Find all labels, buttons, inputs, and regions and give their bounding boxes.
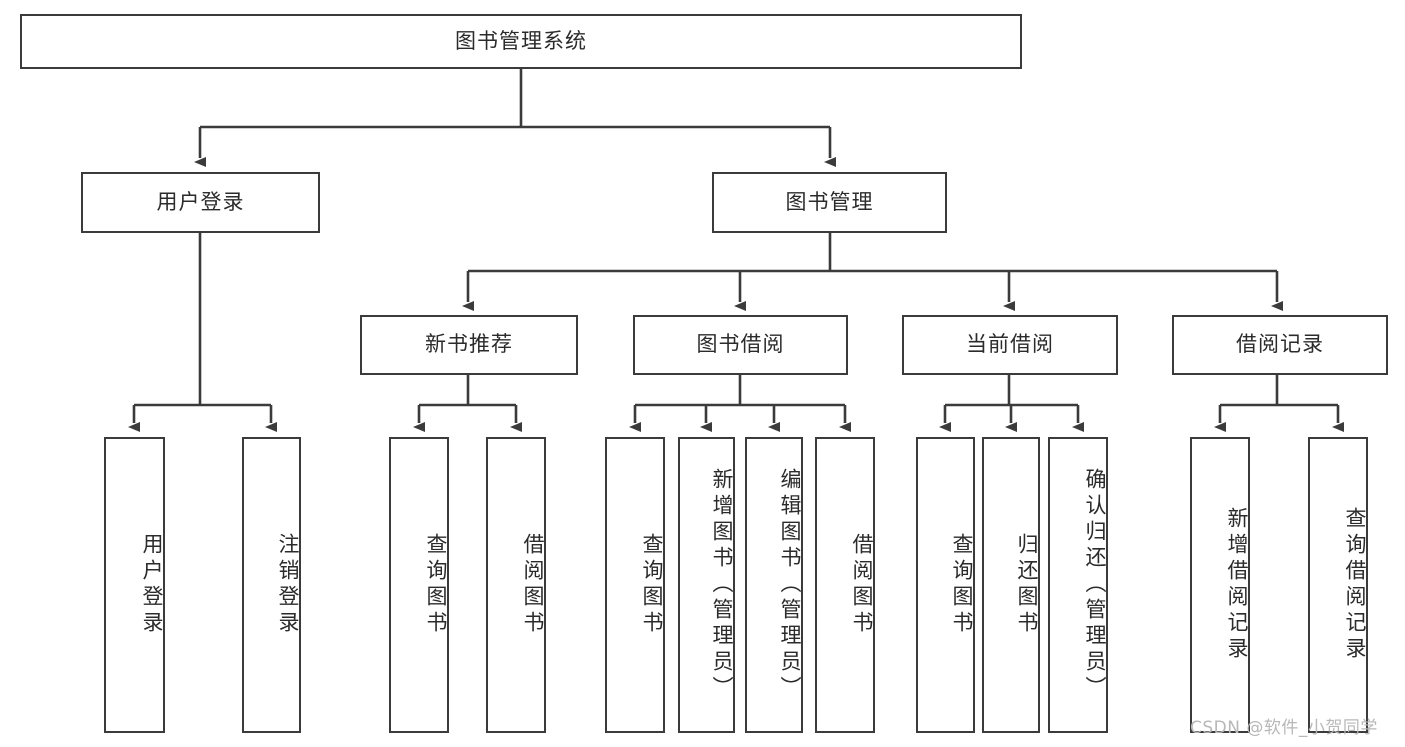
node-label: 借阅图书 [521, 533, 545, 637]
node-label: 确认归还（管理员） [1083, 468, 1107, 702]
node-leaf-edit-book[interactable]: 编辑图书（管理员） [745, 437, 803, 733]
node-leaf-return-book[interactable]: 归还图书 [982, 437, 1040, 733]
node-leaf-add-book[interactable]: 新增图书（管理员） [678, 437, 735, 733]
node-label: 新增图书（管理员） [710, 468, 734, 702]
node-label: 查询借阅记录 [1343, 507, 1367, 663]
node-label: 借阅图书 [850, 533, 874, 637]
node-leaf-borrow-book-1[interactable]: 借阅图书 [486, 437, 546, 733]
node-label: 查询图书 [950, 533, 974, 637]
node-leaf-query-book-1[interactable]: 查询图书 [389, 437, 449, 733]
node-leaf-query-book-2[interactable]: 查询图书 [605, 437, 665, 733]
node-leaf-borrow-book-2[interactable]: 借阅图书 [815, 437, 875, 733]
node-label: 新增借阅记录 [1225, 507, 1249, 663]
node-label: 借阅记录 [1236, 332, 1324, 357]
node-label: 当前借阅 [966, 332, 1054, 357]
node-label: 用户登录 [156, 189, 245, 214]
node-label: 新书推荐 [425, 332, 513, 357]
node-book-borrow[interactable]: 图书借阅 [633, 315, 848, 375]
node-root[interactable]: 图书管理系统 [20, 14, 1022, 69]
node-label: 图书借阅 [696, 332, 785, 357]
node-label: 查询图书 [424, 533, 448, 637]
node-user-login[interactable]: 用户登录 [81, 172, 320, 233]
node-label: 注销登录 [276, 533, 300, 637]
node-leaf-user-login[interactable]: 用户登录 [104, 437, 165, 733]
node-leaf-query-record[interactable]: 查询借阅记录 [1308, 437, 1368, 733]
node-label: 归还图书 [1015, 533, 1039, 637]
node-label: 编辑图书（管理员） [778, 468, 802, 702]
node-label: 图书管理 [785, 189, 874, 214]
node-label: 查询图书 [640, 533, 664, 637]
node-new-book-recommend[interactable]: 新书推荐 [360, 315, 578, 375]
node-leaf-user-logout[interactable]: 注销登录 [242, 437, 301, 733]
node-current-borrow[interactable]: 当前借阅 [902, 315, 1118, 375]
csdn-watermark: CSDN @软件_小贺同学 [1190, 718, 1378, 738]
node-leaf-confirm-return[interactable]: 确认归还（管理员） [1048, 437, 1108, 733]
node-leaf-query-book-3[interactable]: 查询图书 [916, 437, 975, 733]
node-label: 用户登录 [140, 533, 164, 637]
node-leaf-add-record[interactable]: 新增借阅记录 [1190, 437, 1250, 733]
node-borrow-record[interactable]: 借阅记录 [1172, 315, 1388, 375]
node-label: 图书管理系统 [455, 28, 587, 53]
node-book-manage[interactable]: 图书管理 [712, 172, 947, 233]
